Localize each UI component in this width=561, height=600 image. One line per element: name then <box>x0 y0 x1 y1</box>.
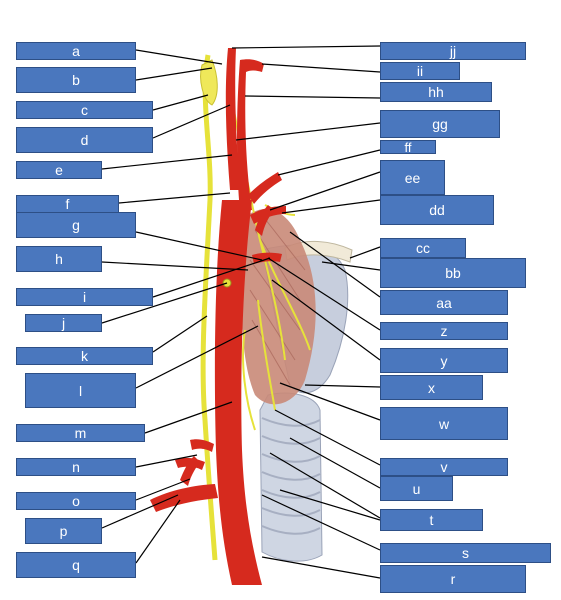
label-cc: cc <box>380 238 466 258</box>
carotid-branches <box>248 172 286 264</box>
label-i: i <box>16 288 153 306</box>
label-f: f <box>16 195 119 213</box>
label-gg: gg <box>380 110 500 138</box>
label-q: q <box>16 552 136 578</box>
label-d: d <box>16 127 153 153</box>
label-ee: ee <box>380 160 445 195</box>
external-carotid-artery <box>237 59 264 212</box>
leader-lines <box>101 45 381 579</box>
label-hh: hh <box>380 82 492 102</box>
label-l: l <box>25 373 136 408</box>
label-r: r <box>380 565 526 593</box>
label-m: m <box>16 424 145 442</box>
label-t: t <box>380 509 483 531</box>
label-ii: ii <box>380 62 460 80</box>
label-w: w <box>380 407 508 440</box>
label-e: e <box>16 161 102 179</box>
label-jj: jj <box>380 42 526 60</box>
label-ff: ff <box>380 140 436 154</box>
subclavian-branches <box>150 439 218 512</box>
label-z: z <box>380 322 508 340</box>
label-j: j <box>25 314 102 332</box>
label-c: c <box>16 101 153 119</box>
label-h: h <box>16 246 102 272</box>
neck-muscles <box>242 209 316 405</box>
label-x: x <box>380 375 483 400</box>
label-u: u <box>380 476 453 501</box>
internal-carotid-artery <box>225 48 240 190</box>
label-y: y <box>380 348 508 373</box>
label-p: p <box>25 518 102 544</box>
label-dd: dd <box>380 195 494 225</box>
trachea-rings <box>261 417 321 535</box>
label-b: b <box>16 67 136 93</box>
nerve-ganglion <box>200 59 218 106</box>
label-bb: bb <box>380 258 526 288</box>
label-v: v <box>380 458 508 476</box>
label-aa: aa <box>380 290 508 315</box>
common-carotid-artery <box>214 200 262 585</box>
label-o: o <box>16 492 136 510</box>
label-g: g <box>16 212 136 238</box>
label-k: k <box>16 347 153 365</box>
label-a: a <box>16 42 136 60</box>
label-n: n <box>16 458 136 476</box>
label-s: s <box>380 543 551 563</box>
